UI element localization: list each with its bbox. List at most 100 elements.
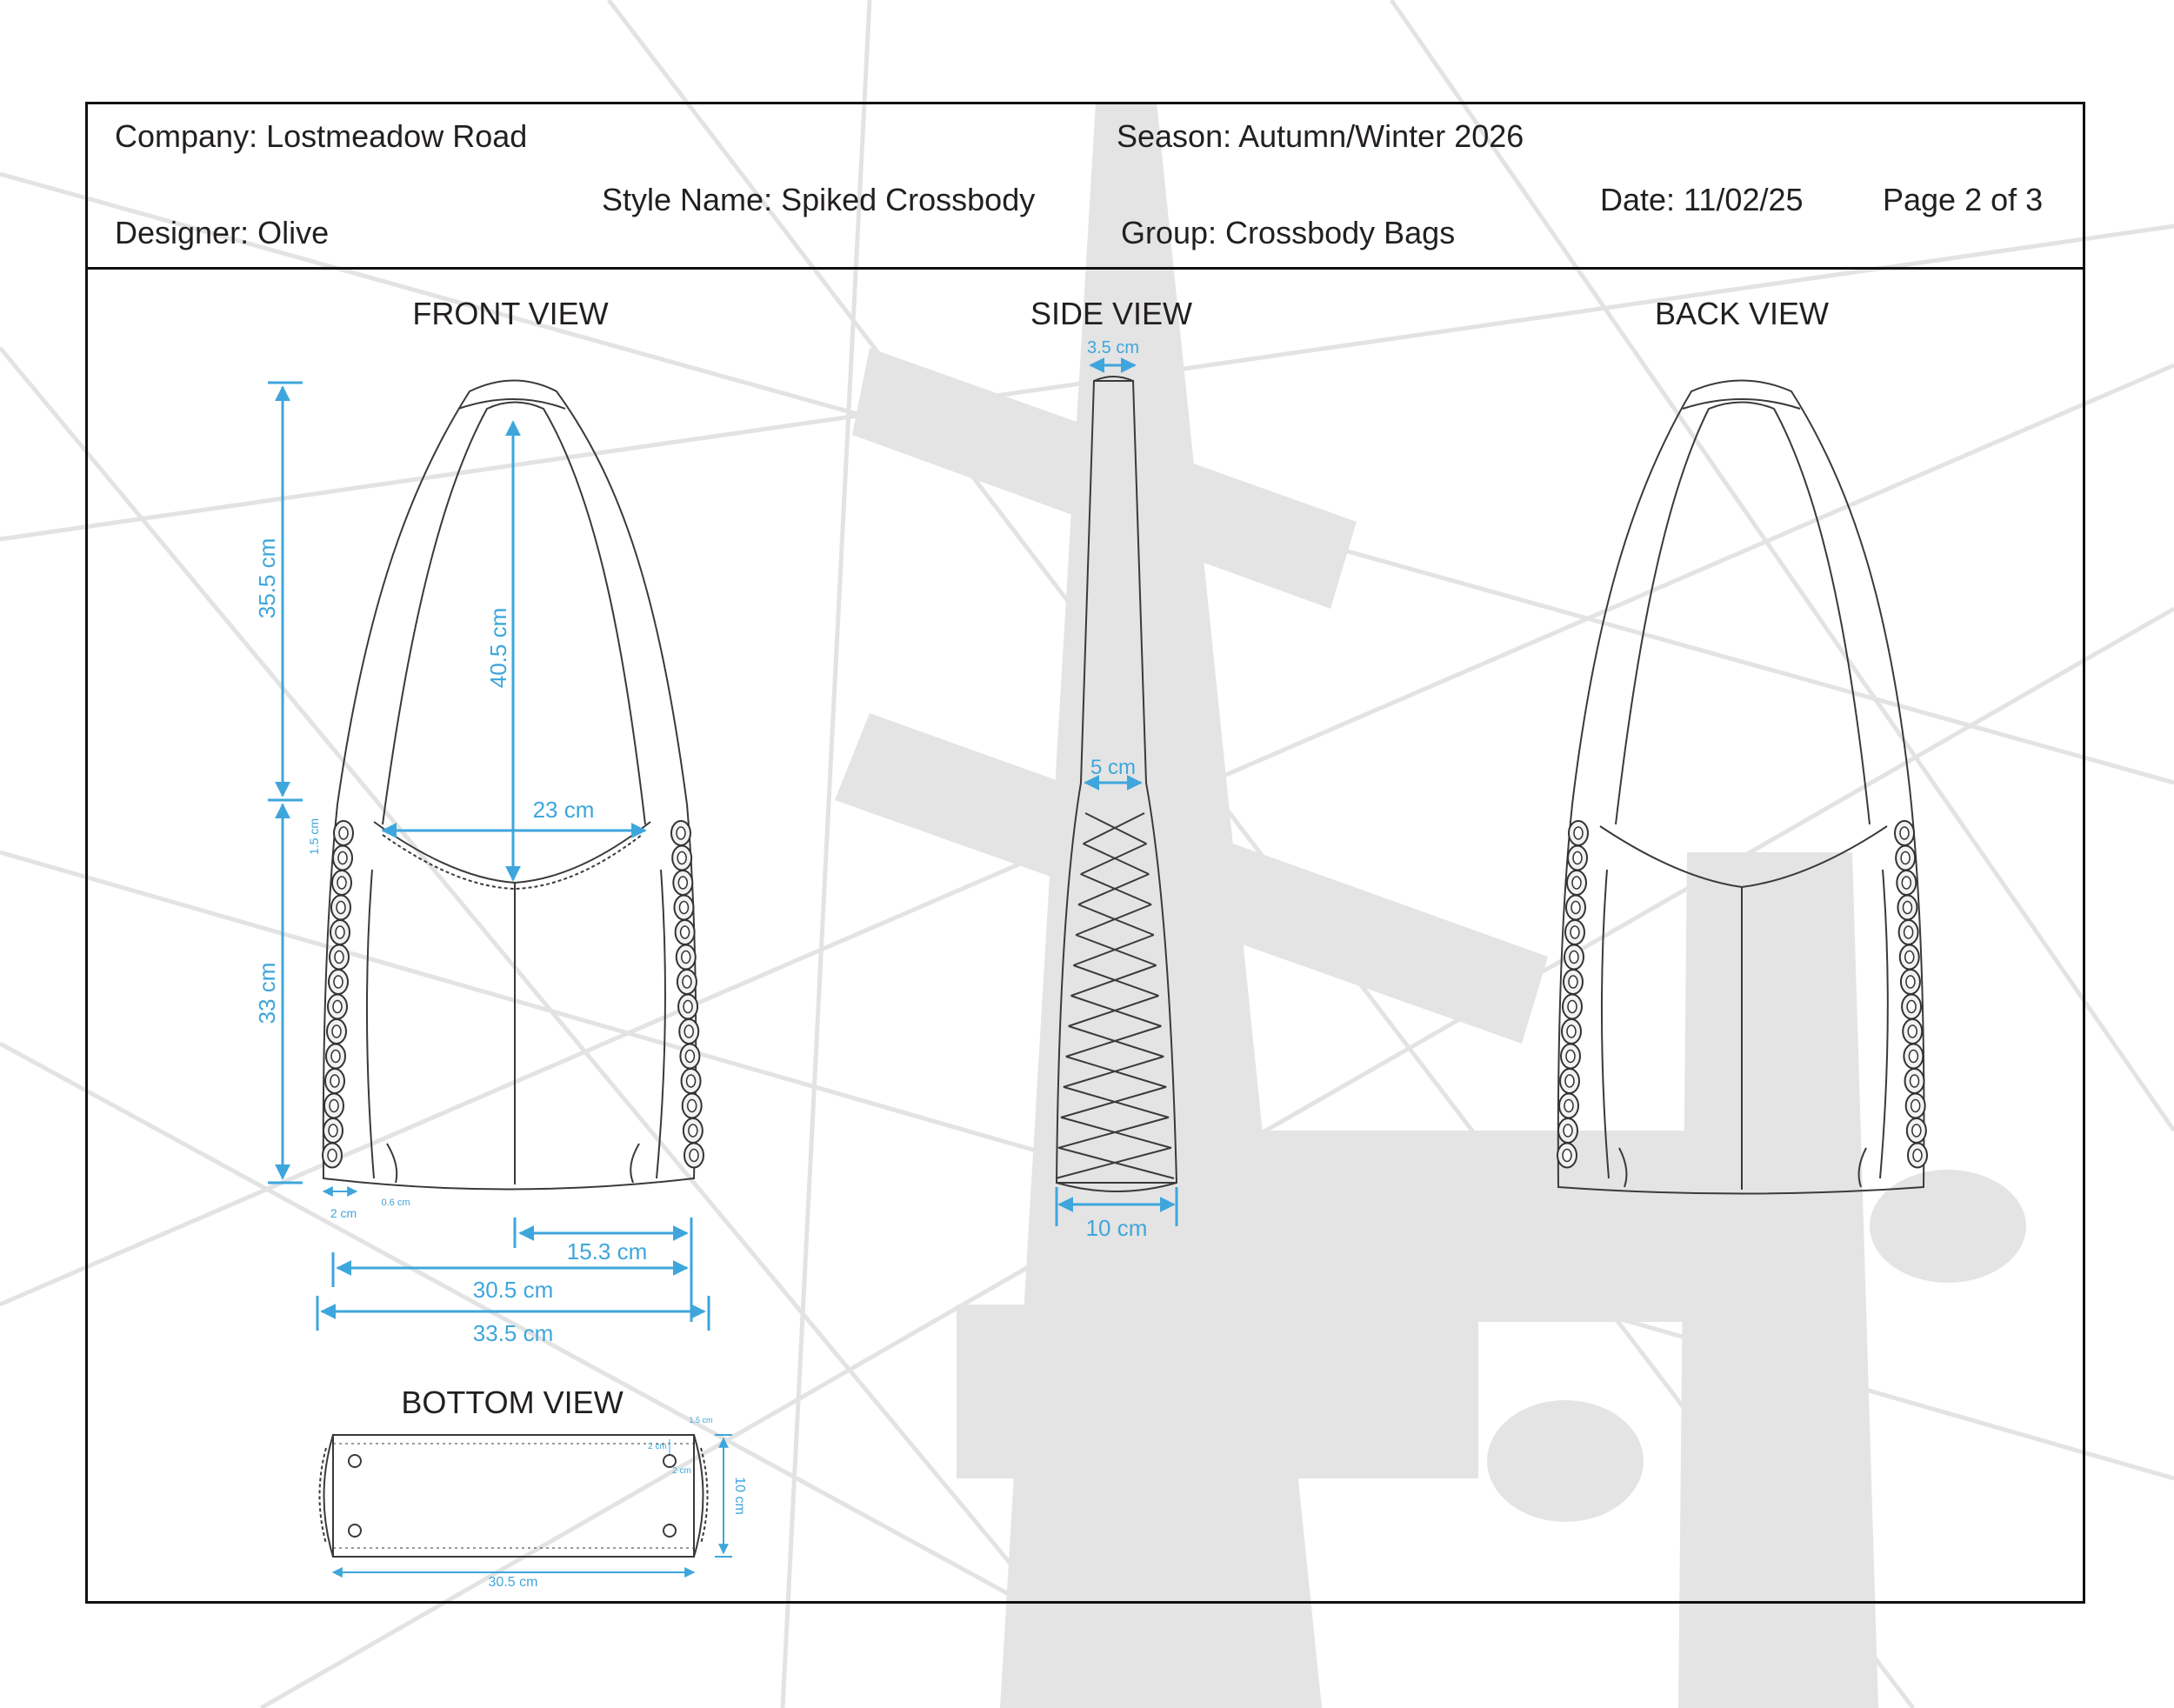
front-view-bag	[322, 379, 697, 1191]
back-view-bag	[1557, 379, 1925, 1195]
front-view-dimensions	[268, 381, 710, 1331]
eyelet-icon	[1902, 1018, 1924, 1044]
eyelet-icon	[676, 969, 697, 995]
eyelet-icon	[1907, 1142, 1928, 1169]
eyelet-icon	[329, 944, 350, 971]
eyelet-icon	[674, 919, 696, 945]
eyelet-icon	[1905, 1118, 1927, 1144]
eyelet-icon	[324, 1068, 345, 1094]
bottom-view-dimensions	[331, 1434, 732, 1578]
eyelet-icon	[323, 1118, 343, 1144]
bottom-view-title: BOTTOM VIEW	[401, 1384, 624, 1420]
eyelet-icon	[1566, 870, 1587, 896]
neck-width-dimension: 5 cm	[1090, 756, 1136, 779]
eyelet-icon	[681, 1092, 703, 1119]
stud-size-dimension: 2 cm	[672, 1466, 691, 1476]
eyelet-icon	[325, 1043, 346, 1070]
lace-segment	[1080, 843, 1148, 875]
eyelet-icon	[1904, 1068, 1925, 1094]
lace-segment	[1073, 934, 1155, 966]
eyelet-icon	[1560, 1043, 1581, 1070]
eyelet-icon	[1558, 1092, 1579, 1119]
eyelet-icon	[679, 1043, 701, 1070]
body-height-dimension: 33 cm	[254, 963, 280, 1024]
strap-width-dimension: 3.5 cm	[1087, 338, 1139, 357]
header-divider	[85, 267, 2085, 270]
eyelet-icon	[1894, 820, 1915, 846]
lace-segment	[1077, 873, 1150, 905]
side-view-bag	[1055, 376, 1178, 1192]
eyelet-icon	[1567, 844, 1588, 871]
eyelet-icon	[1899, 969, 1921, 995]
lace-segment	[1083, 812, 1145, 844]
page-number: Page 2 of 3	[1883, 182, 2044, 217]
eyelet-icon	[1895, 844, 1917, 871]
company-label: Company: Lostmeadow Road	[115, 118, 528, 154]
eyelet-icon	[678, 1018, 700, 1044]
group-label: Group: Crossbody Bags	[1121, 215, 1456, 250]
stud-inset-side-dimension: 2 cm	[648, 1442, 667, 1451]
eyelet-icon	[682, 1118, 704, 1144]
eyelet-icon	[1559, 1068, 1580, 1094]
eyelet-icon	[322, 1142, 343, 1169]
eyelet-icon	[1897, 919, 1919, 945]
lace-segment	[1060, 1086, 1166, 1118]
eyelet-icon	[670, 820, 691, 846]
lace-segment	[1058, 1147, 1175, 1179]
eyelet-icon	[331, 870, 352, 896]
eyelet-spacing-dimension: 1.5 cm	[307, 818, 321, 855]
eyelet-icon	[1904, 1092, 1926, 1119]
lace-segment	[1070, 964, 1157, 997]
eyelet-icon	[1896, 870, 1917, 896]
eyelet-icon	[1562, 993, 1583, 1020]
eyelet-icon	[1561, 1018, 1582, 1044]
strap-height-dimension: 35.5 cm	[254, 538, 280, 619]
body-width-dimension: 30.5 cm	[473, 1277, 554, 1303]
lace-segment	[1055, 1147, 1171, 1179]
eyelet-icon	[326, 1018, 347, 1044]
eyelet-icon	[671, 844, 693, 871]
eyelet-icon	[1565, 894, 1586, 921]
season-label: Season: Autumn/Winter 2026	[1117, 118, 1524, 154]
side-view-title: SIDE VIEW	[1030, 296, 1193, 331]
eyelet-icon	[330, 919, 350, 945]
eyelet-icon	[333, 820, 354, 846]
lace-segment	[1061, 1117, 1172, 1149]
lace-segment	[1064, 1086, 1170, 1118]
eyelet-icon	[1568, 820, 1589, 846]
eyelet-icon	[677, 993, 699, 1020]
lace-segment	[1065, 1056, 1167, 1088]
eyelet-icon	[684, 1142, 704, 1169]
back-view-title: BACK VIEW	[1654, 296, 1830, 331]
bottom-depth-dimension: 10 cm	[732, 1477, 747, 1515]
eyelet-icon	[1557, 1142, 1577, 1169]
lace-segment	[1063, 1056, 1164, 1088]
gusset-width-dimension: 2 cm	[330, 1206, 357, 1220]
eyelet-icon	[672, 870, 694, 896]
half-width-dimension: 15.3 cm	[567, 1238, 648, 1264]
side-view-lacing	[1055, 812, 1175, 1179]
eyelet-size-dimension: 0.6 cm	[381, 1198, 410, 1208]
eyelet-icon	[1903, 1043, 1924, 1070]
side-view-dimensions	[1055, 357, 1178, 1226]
bottom-width-dimension: 30.5 cm	[489, 1575, 538, 1590]
eyelet-icon	[1901, 993, 1923, 1020]
eyelet-icon	[1898, 944, 1920, 971]
stud-inset-top-dimension: 1.5 cm	[689, 1416, 712, 1424]
strap-drop-dimension: 40.5 cm	[485, 608, 511, 689]
eyelet-icon	[675, 944, 697, 971]
designer-label: Designer: Olive	[115, 215, 330, 250]
lace-segment	[1068, 995, 1159, 1027]
eyelet-icon	[1557, 1118, 1578, 1144]
eyelet-icon	[680, 1068, 702, 1094]
eyelet-icon	[1564, 944, 1584, 971]
eyelet-icon	[1897, 894, 1918, 921]
base-depth-dimension: 10 cm	[1086, 1215, 1148, 1241]
lace-segment	[1075, 904, 1152, 936]
eyelet-icon	[1564, 919, 1585, 945]
date-label: Date: 11/02/25	[1600, 182, 1804, 217]
style-name-label: Style Name: Spiked Crossbody	[602, 182, 1036, 217]
eyelet-icon	[673, 894, 695, 921]
